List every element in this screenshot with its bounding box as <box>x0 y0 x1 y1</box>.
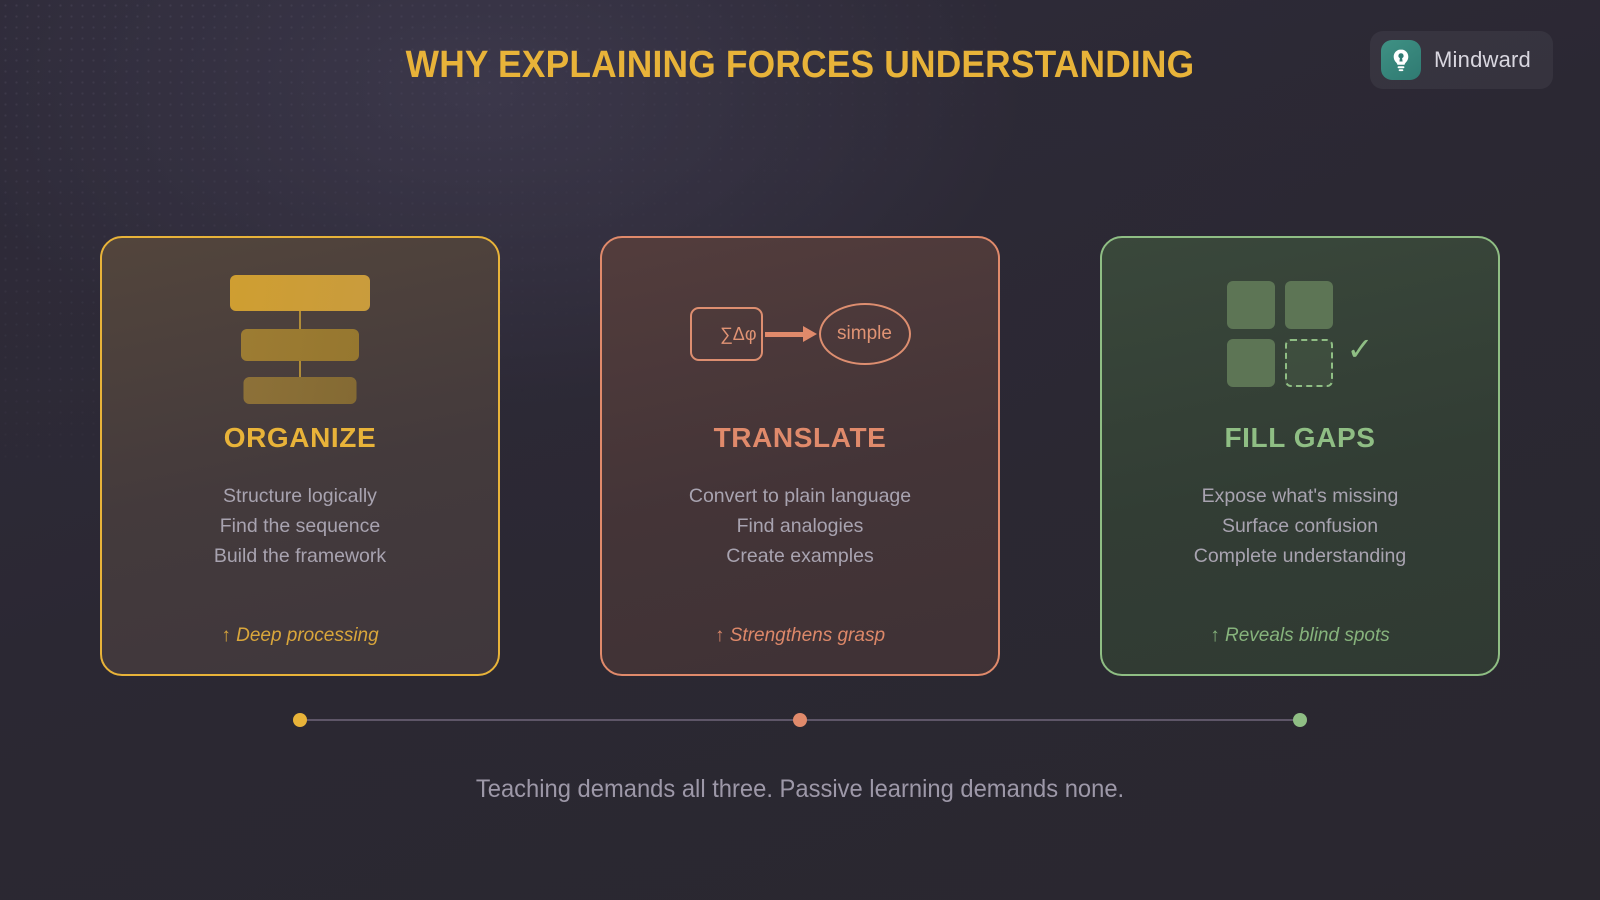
brand-badge[interactable]: Mindward <box>1370 31 1553 89</box>
card-note-organize: ↑ Deep processing <box>221 625 379 646</box>
hierarchy-bars-icon <box>102 238 498 424</box>
card-translate[interactable]: ∑Δφ simple TRANSLATE Convert to plain la… <box>600 236 1000 676</box>
grid-tile-filled <box>1226 281 1275 329</box>
card-title-translate: TRANSLATE <box>713 422 887 453</box>
card-title-fill-gaps: FILL GAPS <box>1224 422 1376 453</box>
card-line: Complete understanding <box>1193 545 1407 567</box>
card-line: Expose what's missing <box>1201 485 1399 507</box>
grid-with-missing-tile-icon: ✓ <box>1102 238 1498 424</box>
grid-tile-missing <box>1284 339 1333 387</box>
connector-node-fill-gaps[interactable] <box>1293 713 1307 727</box>
arrow-right-icon <box>764 324 817 344</box>
card-fill-gaps[interactable]: ✓ FILL GAPS Expose what's missing Surfac… <box>1100 236 1500 676</box>
card-lines-translate: Convert to plain language Find analogies… <box>689 481 911 571</box>
connector-node-organize[interactable] <box>293 713 307 727</box>
connector-node-translate[interactable] <box>793 713 807 727</box>
card-title-organize: ORGANIZE <box>223 422 377 453</box>
card-note-translate: ↑ Strengthens grasp <box>714 625 886 646</box>
hierarchy-bar-middle <box>241 329 359 361</box>
card-note-fill-gaps: ↑ Reveals blind spots <box>1210 625 1390 646</box>
brand-name: Mindward <box>1434 47 1531 72</box>
hierarchy-bar-top <box>230 275 370 311</box>
check-icon: ✓ <box>1346 331 1374 367</box>
card-line: Create examples <box>726 545 874 567</box>
grid-tile-filled <box>1226 339 1275 387</box>
complex-formula-box: ∑Δφ <box>689 307 763 361</box>
card-line: Structure logically <box>223 485 377 507</box>
card-line: Convert to plain language <box>688 485 912 507</box>
card-line: Build the framework <box>213 545 387 567</box>
lightbulb-icon <box>1381 40 1422 80</box>
progress-connector <box>293 713 1307 727</box>
hierarchy-link-upper <box>299 311 301 329</box>
page-title: WHY EXPLAINING FORCES UNDERSTANDING <box>405 44 1195 86</box>
complex-to-simple-icon: ∑Δφ simple <box>602 238 998 424</box>
card-line: Surface confusion <box>1221 515 1379 537</box>
card-lines-fill-gaps: Expose what's missing Surface confusion … <box>1194 481 1406 571</box>
grid-tile-filled <box>1284 281 1333 329</box>
hierarchy-bar-bottom <box>243 377 357 404</box>
footer-caption: Teaching demands all three. Passive lear… <box>475 775 1125 803</box>
card-line: Find analogies <box>736 515 864 537</box>
simple-bubble: simple <box>818 303 911 365</box>
card-lines-organize: Structure logically Find the sequence Bu… <box>214 481 386 571</box>
card-organize[interactable]: ORGANIZE Structure logically Find the se… <box>100 236 500 676</box>
card-line: Find the sequence <box>219 515 381 537</box>
pillar-card-group: ORGANIZE Structure logically Find the se… <box>100 236 1500 676</box>
hierarchy-link-lower <box>299 361 301 377</box>
